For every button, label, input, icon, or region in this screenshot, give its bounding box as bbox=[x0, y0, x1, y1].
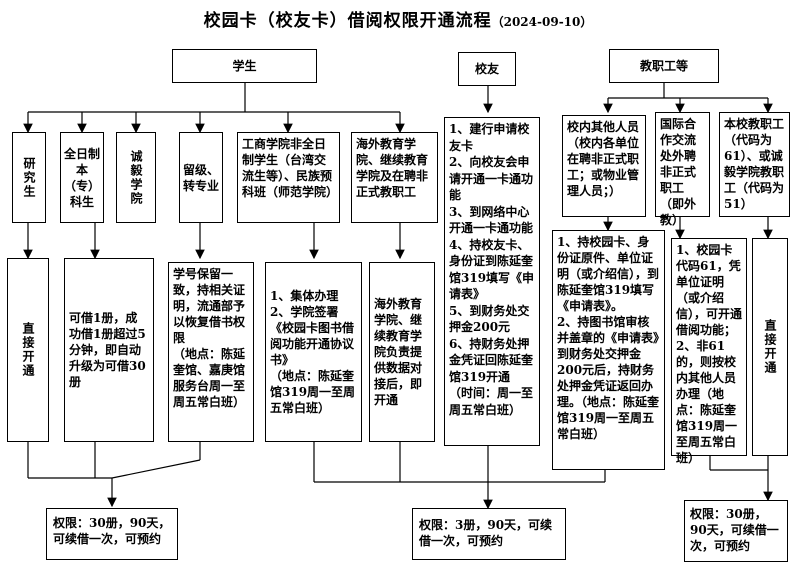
alumni-proc-text: 1、建行申请校友卡 2、向校友会申请开通一卡通功能 3、到网络中心开通一卡通功能… bbox=[449, 122, 535, 417]
staff-local-proc-text: 直接开通 bbox=[763, 319, 777, 375]
staff-box: 教职工等 bbox=[609, 49, 719, 83]
staff-label: 教职工等 bbox=[639, 59, 688, 73]
staff-local-cat-label: 本校教职工（代码为61）、或诚毅学院教职工（代码为51） bbox=[724, 117, 785, 211]
student-box: 学生 bbox=[172, 49, 317, 83]
alumni-box: 校友 bbox=[458, 52, 516, 86]
student-label: 学生 bbox=[232, 59, 257, 73]
staff-intl-proc-box: 1、校园卡代码61，凭单位证明（或介绍信），可开通借阅功能； 2、非61的，则按… bbox=[671, 238, 747, 465]
fulltime-proc-text: 可借1册，成功借1册超过5分钟，即自动升级为可借30册 bbox=[69, 311, 146, 389]
staff-local-proc-box: 直接开通 bbox=[752, 238, 788, 456]
fulltime-proc-box: 可借1册，成功借1册超过5分钟，即自动升级为可借30册 bbox=[64, 258, 154, 442]
grad-cat-box: 研究生 bbox=[12, 132, 46, 223]
staff-local-cat-box: 本校教职工（代码为61）、或诚毅学院教职工（代码为51） bbox=[719, 112, 790, 217]
alumni-perm-text: 权限：3册，90天，可续借一次，可预约 bbox=[419, 518, 553, 548]
alumni-proc-box: 1、建行申请校友卡 2、向校友会申请开通一卡通功能 3、到网络中心开通一卡通功能… bbox=[444, 117, 540, 446]
staff-perm-text: 权限：30册，90天，可续借一次，可预约 bbox=[690, 507, 779, 553]
chengyi-cat-box: 诚毅学院 bbox=[116, 132, 156, 223]
grad-cat-label: 研究生 bbox=[22, 156, 36, 199]
page-title: 校园卡（校友卡）借阅权限开通流程（2024-09-10） bbox=[0, 6, 796, 31]
staff-other-proc-text: 1、持校园卡、身份证原件、单位证明（或介绍信），到陈延奎馆319填写《申请表》。… bbox=[557, 235, 660, 441]
student-perm-box: 权限：30册，90天，可续借一次，可预约 bbox=[46, 508, 178, 560]
alumni-label: 校友 bbox=[474, 62, 499, 76]
haiwai-proc-box: 海外教育学院、继续教育学院负责提供数据对接后，即开通 bbox=[369, 262, 435, 442]
liuji-cat-label: 留级、转专业 bbox=[182, 162, 219, 193]
staff-intl-proc-text: 1、校园卡代码61，凭单位证明（或介绍信），可开通借阅功能； 2、非61的，则按… bbox=[676, 243, 743, 465]
liuji-proc-text: 学号保留一致，持相关证明，流通部予以恢复借书权限 （地点：陈延奎馆、嘉庚馆服务台… bbox=[173, 267, 246, 409]
haiwai-proc-text: 海外教育学院、继续教育学院负责提供数据对接后，即开通 bbox=[374, 297, 423, 407]
gongshang-proc-box: 1、集体办理 2、学院签署《校园卡图书借阅功能开通协议书》 （地点：陈延奎馆31… bbox=[265, 262, 362, 442]
haiwai-cat-label: 海外教育学院、继续教育学院及在聘非正式教职工 bbox=[356, 137, 429, 199]
student-perm-text: 权限：30册，90天，可续借一次，可预约 bbox=[53, 516, 171, 546]
fulltime-cat-box: 全日制本（专）科生 bbox=[60, 132, 104, 223]
gongshang-cat-label: 工商学院非全日制学生（台湾交流生等）、民族预科班（师范学院） bbox=[242, 137, 339, 199]
chengyi-cat-label: 诚毅学院 bbox=[129, 149, 143, 206]
title-text: 校园卡（校友卡）借阅权限开通流程 bbox=[203, 11, 492, 31]
alumni-perm-box: 权限：3册，90天，可续借一次，可预约 bbox=[412, 508, 566, 560]
title-date: （2024-09-10） bbox=[491, 15, 593, 29]
grad-proc-box: 直接开通 bbox=[7, 258, 49, 442]
staff-intl-cat-label: 国际合作交流处外聘非正式职工（即外教） bbox=[660, 117, 697, 227]
staff-perm-box: 权限：30册，90天，可续借一次，可预约 bbox=[684, 500, 788, 562]
gongshang-cat-box: 工商学院非全日制学生（台湾交流生等）、民族预科班（师范学院） bbox=[237, 132, 340, 223]
staff-other-cat-label: 校内其他人员（校内各单位在聘非正式职工；或物业管理人员；） bbox=[567, 120, 640, 198]
liuji-cat-box: 留级、转专业 bbox=[179, 132, 223, 223]
gongshang-proc-text: 1、集体办理 2、学院签署《校园卡图书借阅功能开通协议书》 （地点：陈延奎馆31… bbox=[270, 289, 356, 415]
staff-other-proc-box: 1、持校园卡、身份证原件、单位证明（或介绍信），到陈延奎馆319填写《申请表》。… bbox=[552, 230, 665, 470]
haiwai-cat-box: 海外教育学院、继续教育学院及在聘非正式教职工 bbox=[351, 132, 438, 223]
liuji-proc-box: 学号保留一致，持相关证明，流通部予以恢复借书权限 （地点：陈延奎馆、嘉庚馆服务台… bbox=[168, 262, 254, 442]
grad-proc-text: 直接开通 bbox=[21, 322, 35, 378]
staff-other-cat-box: 校内其他人员（校内各单位在聘非正式职工；或物业管理人员；） bbox=[562, 115, 646, 217]
staff-intl-cat-box: 国际合作交流处外聘非正式职工（即外教） bbox=[655, 112, 710, 227]
fulltime-cat-label: 全日制本（专）科生 bbox=[63, 146, 100, 209]
